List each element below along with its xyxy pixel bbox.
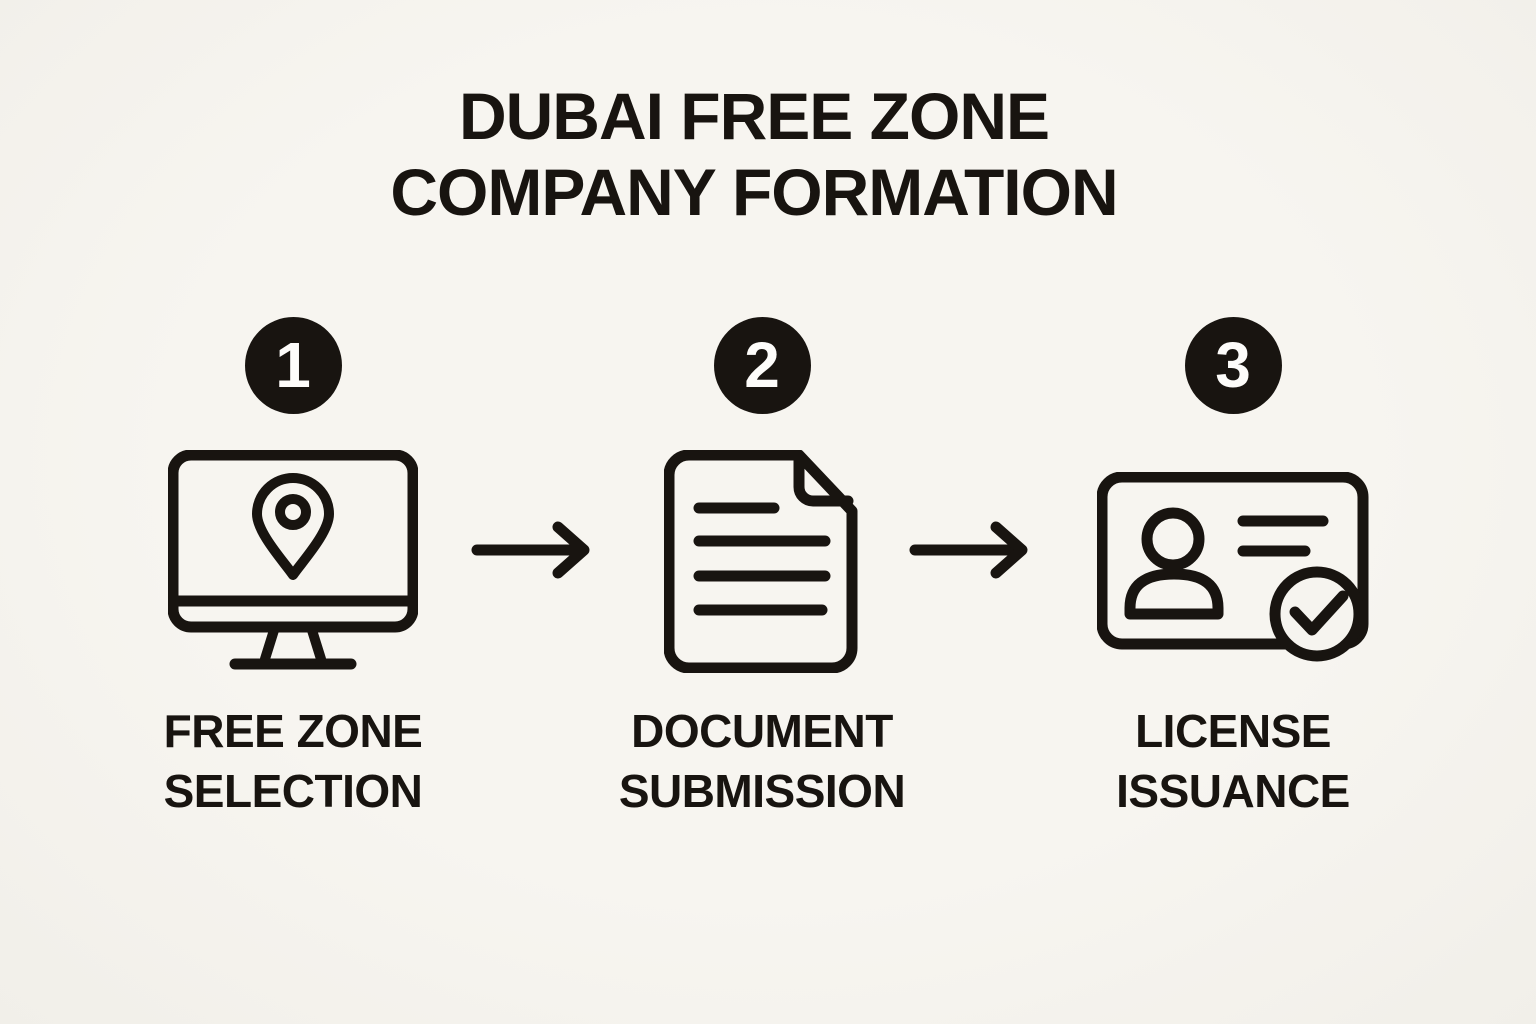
check-circle-shape [1269, 566, 1365, 662]
document-fold-shape [793, 451, 854, 506]
step-3-label-line-1: LICENSE [1135, 705, 1331, 757]
right-arrow-icon [908, 518, 1034, 587]
step-1-label: FREE ZONE SELECTION [164, 701, 423, 821]
id-card-shape [1097, 472, 1369, 650]
step-3-number: 3 [1215, 328, 1251, 401]
step-2-label: DOCUMENT SUBMISSION [618, 701, 906, 821]
document-outline-shape [664, 449, 858, 673]
step-1-number-badge: 1 [244, 317, 342, 414]
page-title-line-2: COMPANY FORMATION [390, 155, 1118, 229]
location-pin-dot [275, 494, 311, 530]
step-1-label-line-1: FREE ZONE [163, 705, 423, 757]
person-head-shape [1141, 507, 1205, 571]
step-3-label: LICENSE ISSUANCE [1116, 701, 1350, 821]
monitor-stand-shape [260, 622, 326, 664]
page-title: DUBAI FREE ZONE COMPANY FORMATION [0, 78, 1522, 230]
step-2-number: 2 [744, 328, 780, 401]
step-1-number: 1 [275, 328, 311, 401]
step-1-label-line-2: SELECTION [163, 765, 423, 817]
monitor-with-location-pin-icon [83, 447, 503, 675]
checkmark-icon [1289, 590, 1349, 636]
document-with-text-lines-icon [552, 447, 972, 675]
monitor-screen-shape [168, 450, 418, 633]
person-shoulders-shape [1124, 568, 1224, 620]
right-arrow-icon [470, 518, 596, 587]
step-2-label-line-2: SUBMISSION [618, 765, 906, 817]
page-title-line-1: DUBAI FREE ZONE [458, 79, 1050, 153]
step-2-label-line-1: DOCUMENT [631, 705, 893, 757]
step-document-submission: 2 DOCUMENT SUBMISSION [552, 317, 972, 821]
step-license-issuance: 3 LICENSE ISSUANCE [1023, 317, 1443, 821]
step-3-label-line-2: ISSUANCE [1116, 765, 1350, 817]
step-3-number-badge: 3 [1184, 317, 1282, 414]
id-card-with-checkmark-icon [1023, 447, 1443, 675]
location-pin-icon [252, 473, 334, 580]
step-free-zone-selection: 1 FREE ZONE SELECTION [83, 317, 503, 821]
step-2-number-badge: 2 [713, 317, 811, 414]
